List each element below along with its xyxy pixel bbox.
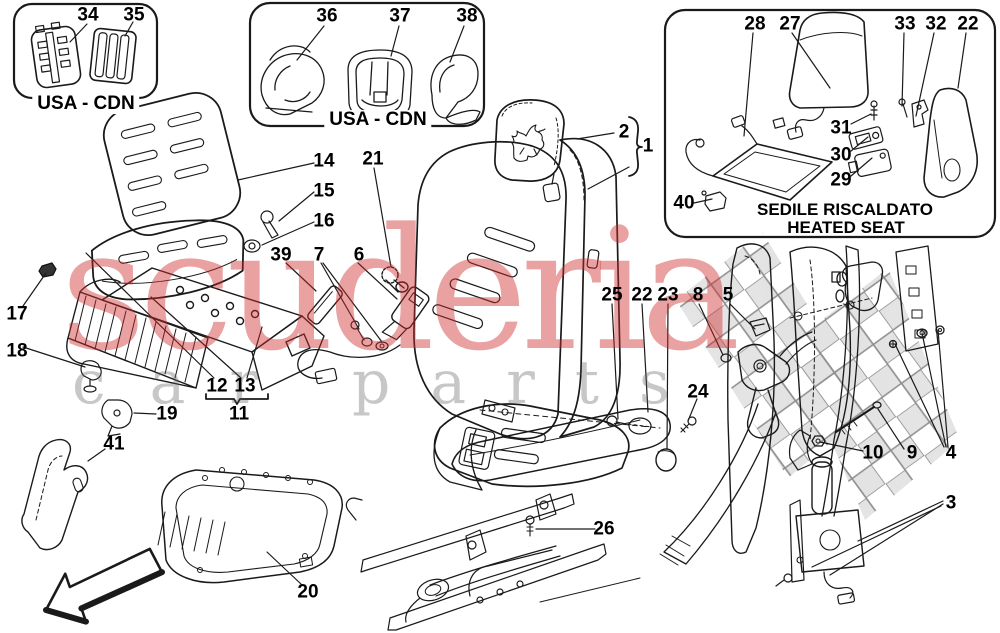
heated-seat-title-english: HEATED SEAT bbox=[787, 218, 905, 238]
callout-23: 23 bbox=[657, 284, 679, 306]
callout-25: 25 bbox=[601, 284, 623, 306]
callout-24: 24 bbox=[687, 381, 709, 403]
callout-32: 32 bbox=[925, 13, 947, 35]
callout-40: 40 bbox=[673, 192, 695, 214]
callout-20: 20 bbox=[297, 581, 319, 603]
ferrari-horse-logo bbox=[511, 124, 546, 162]
seat-belt-buckle-illustration bbox=[297, 266, 430, 385]
belt-retractor-illustration bbox=[775, 456, 865, 605]
booster-seat-illustration bbox=[430, 54, 481, 125]
callout-6: 6 bbox=[353, 244, 365, 266]
callout-34: 34 bbox=[77, 4, 99, 26]
side-trim-panel-illustration bbox=[451, 408, 697, 537]
usa-cdn-label-center: USA - CDN bbox=[324, 110, 432, 130]
callout-9: 9 bbox=[906, 442, 918, 464]
heated-cushion-pad-illustration bbox=[685, 115, 833, 201]
callout-3: 3 bbox=[945, 492, 957, 514]
callout-22-box: 22 bbox=[957, 13, 979, 35]
callout-30: 30 bbox=[830, 144, 852, 166]
infant-carrier-illustration bbox=[260, 45, 325, 116]
callout-37: 37 bbox=[389, 5, 411, 27]
callout-15: 15 bbox=[313, 180, 335, 202]
pad-illustration bbox=[89, 27, 137, 85]
callout-33: 33 bbox=[894, 13, 916, 35]
heated-backrest-pad-illustration bbox=[772, 11, 869, 140]
recline-knob-illustration bbox=[381, 266, 409, 293]
callout-5: 5 bbox=[722, 284, 734, 306]
trim-piece-41-illustration bbox=[21, 438, 89, 551]
callout-27: 27 bbox=[779, 13, 801, 35]
checkered-flag-watermark bbox=[676, 232, 960, 520]
leader-lines bbox=[22, 21, 967, 585]
front-seat-illustration bbox=[413, 99, 630, 491]
callout-7: 7 bbox=[313, 244, 325, 266]
callout-10: 10 bbox=[862, 442, 884, 464]
callout-16: 16 bbox=[313, 210, 335, 232]
callout-31: 31 bbox=[830, 117, 852, 139]
callout-26: 26 bbox=[593, 518, 615, 540]
callout-8: 8 bbox=[692, 284, 704, 306]
seat-rails-illustration bbox=[345, 493, 641, 631]
callout-38: 38 bbox=[456, 5, 478, 27]
direction-arrow-icon bbox=[43, 547, 166, 625]
heated-seat-small-parts-illustration bbox=[701, 98, 929, 212]
callout-39: 39 bbox=[270, 244, 292, 266]
callout-19: 19 bbox=[156, 403, 178, 425]
seat-pan-illustration bbox=[157, 467, 343, 584]
callout-4: 4 bbox=[945, 442, 957, 464]
callout-13: 13 bbox=[234, 375, 256, 397]
callout-36: 36 bbox=[316, 5, 338, 27]
backrest-pad-illustration bbox=[102, 92, 242, 236]
group-brackets bbox=[205, 116, 643, 405]
callout-21: 21 bbox=[362, 148, 384, 170]
belt-and-backframe-illustration bbox=[659, 243, 945, 605]
callout-35: 35 bbox=[123, 4, 145, 26]
heated-seat-title-italian: SEDILE RISCALDATO bbox=[757, 200, 933, 220]
callout-14: 14 bbox=[313, 150, 335, 172]
side-trim-box-illustration bbox=[923, 87, 978, 198]
small-fasteners-left bbox=[38, 210, 279, 437]
callout-41: 41 bbox=[103, 433, 125, 455]
callout-11: 11 bbox=[228, 403, 250, 425]
callout-22-main: 22 bbox=[631, 284, 653, 306]
callout-29: 29 bbox=[830, 169, 852, 191]
usa-cdn-label-left: USA - CDN bbox=[32, 94, 140, 114]
callout-18: 18 bbox=[6, 340, 28, 362]
callout-28: 28 bbox=[744, 13, 766, 35]
seat-frame-illustration bbox=[66, 267, 325, 391]
callout-1: 1 bbox=[642, 135, 654, 157]
callout-2: 2 bbox=[618, 121, 630, 143]
seat-switch-illustration bbox=[788, 245, 945, 471]
callout-12: 12 bbox=[206, 375, 228, 397]
isofix-plate-illustration bbox=[30, 21, 82, 89]
callout-17: 17 bbox=[6, 303, 28, 325]
